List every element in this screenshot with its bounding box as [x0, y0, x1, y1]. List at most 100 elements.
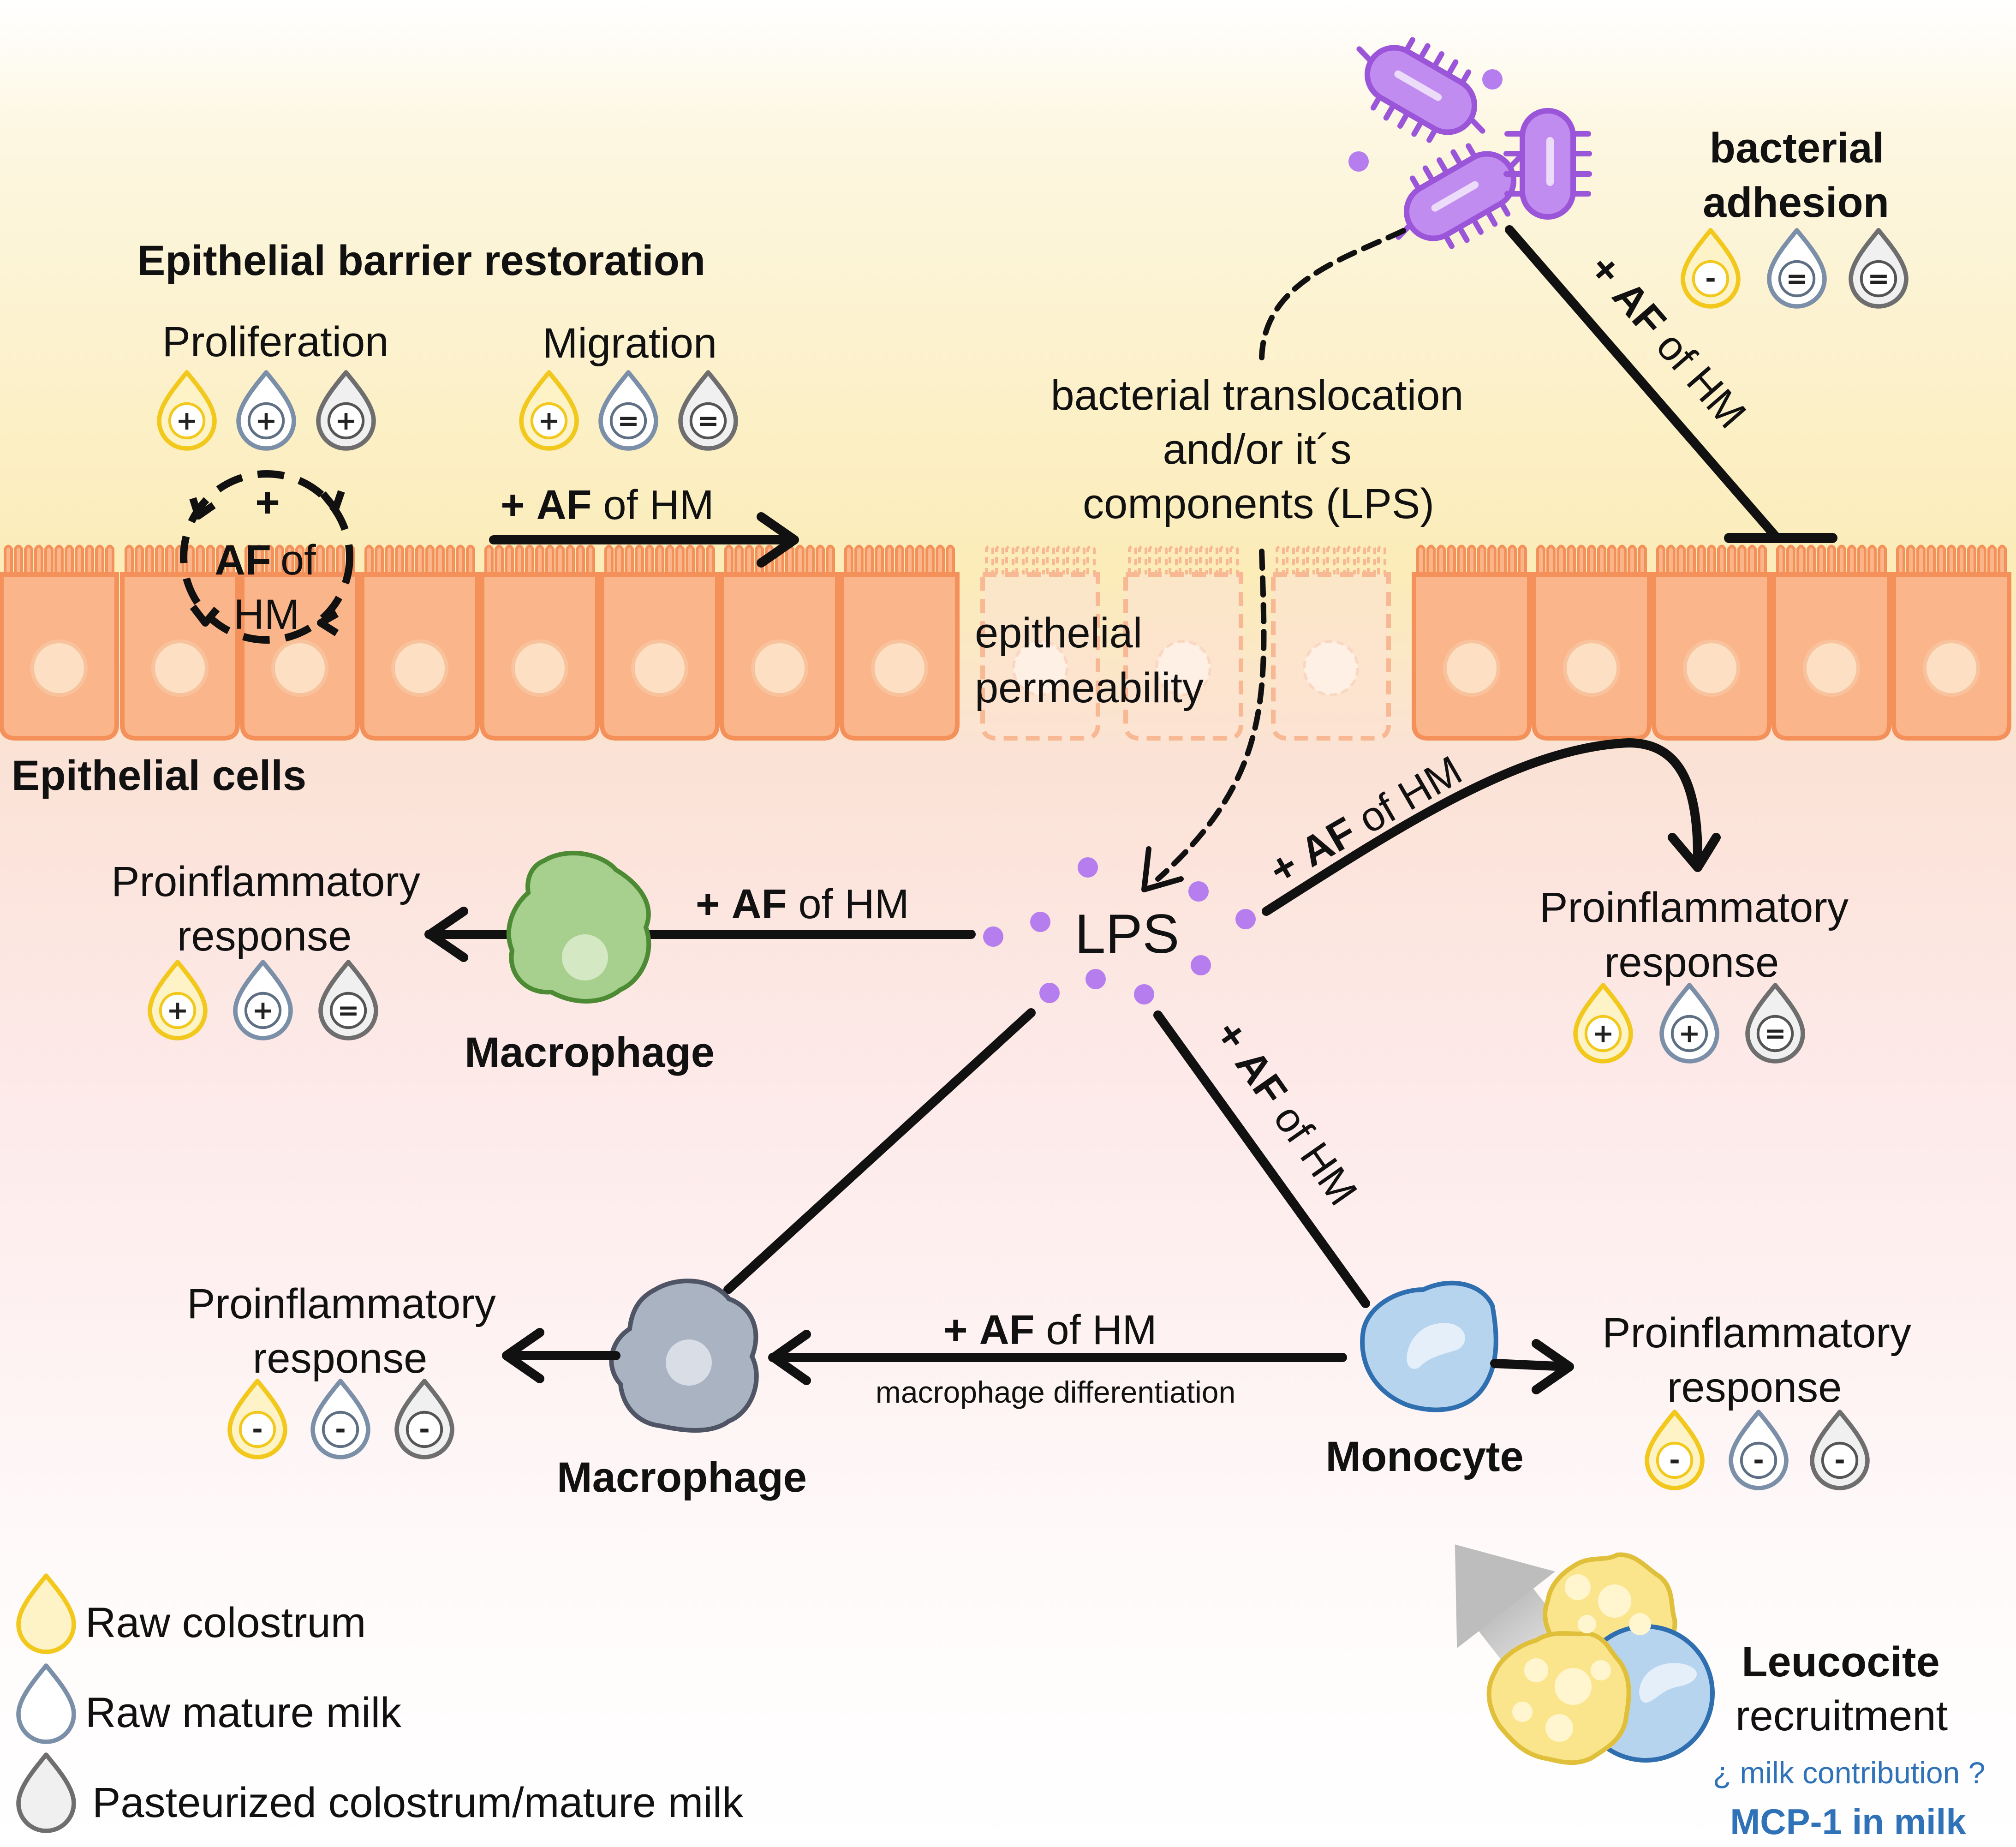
drop-inner-circle	[1656, 1441, 1694, 1479]
microvillus	[915, 544, 924, 574]
lps-dot	[1191, 955, 1211, 975]
microvillus	[1916, 544, 1926, 574]
microvillus	[724, 544, 734, 574]
response-drop: -	[1810, 1410, 1870, 1490]
microvillus	[1477, 544, 1486, 574]
grey-macrophage-response-arrow	[502, 1328, 620, 1383]
microvillus	[1896, 544, 1905, 574]
translocation-dashed-down	[1155, 549, 1267, 882]
microvillus	[865, 544, 874, 574]
microvillus	[1046, 544, 1055, 574]
microvillus	[1998, 544, 2007, 574]
drop-inner-circle	[247, 402, 285, 440]
lps-dot	[1030, 912, 1050, 932]
microvillus	[566, 544, 575, 574]
migration-label: Migration	[543, 320, 717, 367]
microvillus	[1666, 544, 1676, 574]
microvillus	[854, 544, 864, 574]
damaged-epithelial-cell	[980, 544, 1100, 741]
microvillus	[1977, 544, 1986, 574]
microvillus	[216, 544, 225, 574]
microvillus	[1036, 544, 1045, 574]
microvillus	[885, 544, 894, 574]
cell-nucleus	[1012, 640, 1068, 696]
cycle-af-bold: AF	[215, 537, 271, 584]
microvillus	[1086, 544, 1096, 574]
microvillus	[1508, 544, 1517, 574]
legend-drop	[16, 1752, 76, 1833]
microvillus	[364, 544, 374, 574]
bacterium-2	[1396, 143, 1525, 249]
proinflammatory-monocyte-1: Proinflammatory	[1602, 1309, 1911, 1357]
microvillus	[936, 544, 945, 574]
lps-dot	[1039, 983, 1060, 1003]
microvillus	[1497, 544, 1507, 574]
microvillus	[696, 544, 705, 574]
lps-dot	[983, 926, 1003, 947]
microvillus	[185, 544, 195, 574]
mcp1-label: MCP-1 in milk	[1730, 1801, 1966, 1842]
response-drop: =	[1745, 983, 1805, 1064]
microvillus	[1557, 544, 1566, 574]
microvillus	[1967, 544, 1976, 574]
microvillus	[1707, 544, 1716, 574]
epithelial-cell	[1652, 544, 1771, 741]
microvillus	[145, 544, 154, 574]
drop-symbol: -	[1753, 1445, 1764, 1476]
leucocyte-cluster	[1486, 1552, 1715, 1765]
cell-nucleus	[1923, 640, 1980, 697]
drop-inner-circle	[1584, 1015, 1622, 1052]
microvillus	[1276, 544, 1285, 574]
microvillus	[1487, 544, 1497, 574]
microvillus	[1617, 544, 1627, 574]
microvillus	[1447, 544, 1456, 574]
microvillus	[484, 544, 494, 574]
proinflammatory-macrophage-1: Proinflammatory	[111, 858, 420, 905]
microvillus	[816, 544, 825, 574]
epithelial-cell	[720, 544, 840, 741]
microvillus	[1947, 544, 1956, 574]
migration-arrowhead	[757, 512, 799, 568]
monocyte-label: Monocyte	[1325, 1433, 1523, 1480]
microvillus	[1457, 544, 1466, 574]
lps-to-grey-macrophage-line	[723, 1008, 1036, 1294]
drop-symbol: -	[419, 1414, 430, 1445]
microvillus	[1927, 544, 1936, 574]
macrophage-green-label: Macrophage	[465, 1029, 715, 1076]
microvillus	[1076, 544, 1086, 574]
response-drop: +	[1573, 983, 1633, 1064]
microvillus	[1758, 544, 1767, 574]
microvillus	[706, 544, 715, 574]
proinflammatory-macrophage-2: response	[177, 913, 352, 960]
microvillus	[155, 544, 164, 574]
response-drop: +	[236, 370, 296, 451]
microvillus	[1638, 544, 1647, 574]
drop-symbol: +	[1592, 1018, 1614, 1049]
response-drop: -	[310, 1379, 370, 1459]
microvillus	[1906, 544, 1915, 574]
microvillus	[466, 544, 475, 574]
microvillus	[85, 544, 94, 574]
epithelial-cells-label: Epithelial cells	[12, 752, 306, 799]
bacteria-dot	[1348, 151, 1369, 172]
drop-inner-circle	[1692, 260, 1730, 298]
drop-inner-circle	[244, 992, 282, 1029]
microvillus	[1656, 544, 1665, 574]
response-drop: +	[233, 960, 293, 1040]
proinflammatory-epithelial-1: Proinflammatory	[1539, 884, 1849, 931]
drop-inner-circle	[329, 992, 367, 1029]
lps-dot	[1086, 969, 1106, 989]
lps-dot	[1078, 857, 1098, 878]
cell-nucleus	[1563, 640, 1620, 697]
microvillus	[1687, 544, 1696, 574]
microvillus	[734, 544, 744, 574]
damaged-epithelial-cell	[1123, 544, 1243, 741]
microvillus	[1189, 544, 1198, 574]
microvillus	[1128, 544, 1137, 574]
drop-outline	[16, 1752, 76, 1833]
response-drop: =	[1767, 228, 1827, 309]
microvillus	[1347, 544, 1356, 574]
microvillus	[34, 544, 43, 574]
